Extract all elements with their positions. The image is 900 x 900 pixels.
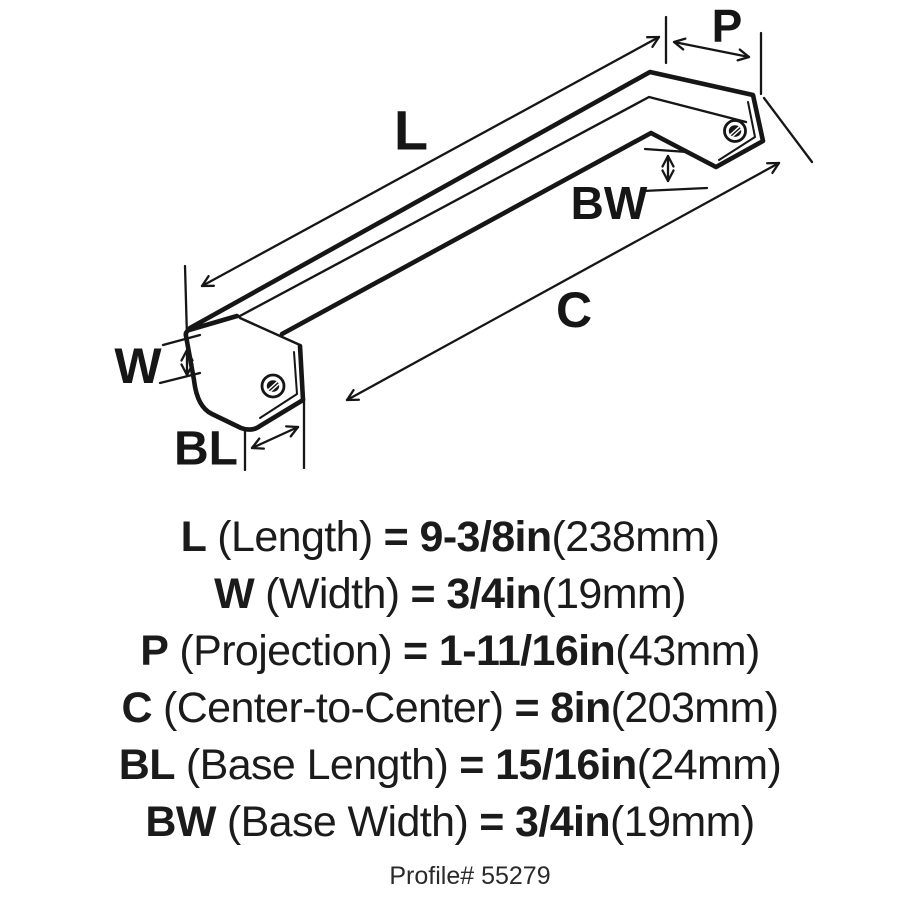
left-screw-glint xyxy=(267,380,280,393)
dim-label-length: L xyxy=(394,99,428,162)
p-dimension-line xyxy=(672,37,751,62)
pull-handle-drawing xyxy=(183,69,766,432)
left-cap-ridge xyxy=(238,316,302,347)
spec-label: W xyxy=(214,570,255,618)
spec-label: L xyxy=(180,513,207,561)
profile-number: Profile# 55279 xyxy=(389,862,551,890)
spec-desc: (Center-to-Center) xyxy=(162,684,504,732)
spec-desc: (Width) xyxy=(265,570,400,618)
spec-value: = 15/16in xyxy=(459,741,637,789)
spec-label: P xyxy=(140,627,169,675)
spec-label: C xyxy=(121,684,153,732)
spec-metric: (238mm) xyxy=(551,513,720,561)
bar-top-inner-edge xyxy=(236,95,748,319)
spec-label: BW xyxy=(145,798,216,846)
l-extension-tick-left xyxy=(183,264,189,339)
spec-desc: (Base Width) xyxy=(226,798,469,846)
spec-metric: (24mm) xyxy=(636,741,782,789)
l-dimension-line xyxy=(200,35,661,288)
spec-row-center-to-center: C(Center-to-Center)= 8in(203mm) xyxy=(0,680,900,737)
right-screw-glint xyxy=(729,125,742,138)
spec-list: L(Length)= 9-3/8in(238mm) W(Width)= 3/4i… xyxy=(0,509,900,851)
spec-metric: (43mm) xyxy=(615,627,760,675)
spec-row-base-width: BW(Base Width)= 3/4in(19mm) xyxy=(0,794,900,851)
spec-value: = 3/4in xyxy=(410,570,542,618)
spec-metric: (203mm) xyxy=(610,684,779,732)
right-screw-hole xyxy=(723,119,747,143)
spec-desc: (Base Length) xyxy=(185,741,449,789)
dimension-annotations xyxy=(158,15,814,472)
bl-dimension-line xyxy=(250,425,300,450)
c-extension-tick-right xyxy=(762,96,814,164)
spec-value: = 1-11/16in xyxy=(403,627,616,675)
c-dimension-line xyxy=(345,161,781,402)
w-extension-tick-top xyxy=(161,333,202,347)
spec-value: = 9-3/8in xyxy=(383,513,552,561)
spec-row-projection: P(Projection)= 1-11/16in(43mm) xyxy=(0,623,900,680)
spec-value: = 3/4in xyxy=(479,798,611,846)
dim-label-projection: P xyxy=(712,0,743,52)
dim-label-base-length: BL xyxy=(174,423,238,476)
spec-metric: (19mm) xyxy=(541,570,686,618)
bw-extension-tick-top xyxy=(643,147,689,154)
bw-extension-tick-bottom xyxy=(641,186,709,193)
spec-row-base-length: BL(Base Length)= 15/16in(24mm) xyxy=(0,737,900,794)
right-cap-chamfer xyxy=(718,101,756,161)
spec-row-width: W(Width)= 3/4in(19mm) xyxy=(0,566,900,623)
spec-metric: (19mm) xyxy=(610,798,755,846)
dim-label-width: W xyxy=(114,338,162,394)
spec-row-length: L(Length)= 9-3/8in(238mm) xyxy=(0,509,900,566)
handle-dimension-diagram: L P BW C W BL xyxy=(114,0,814,476)
spec-label: BL xyxy=(118,741,176,789)
spec-desc: (Projection) xyxy=(179,627,393,675)
bar-outer-silhouette xyxy=(187,69,766,337)
spec-desc: (Length) xyxy=(217,513,373,561)
left-screw-hole xyxy=(260,373,286,399)
dim-label-base-width: BW xyxy=(571,177,648,229)
spec-value: = 8in xyxy=(514,684,611,732)
dim-label-center-to-center: C xyxy=(556,282,592,338)
left-cap-chamfer xyxy=(259,351,298,419)
